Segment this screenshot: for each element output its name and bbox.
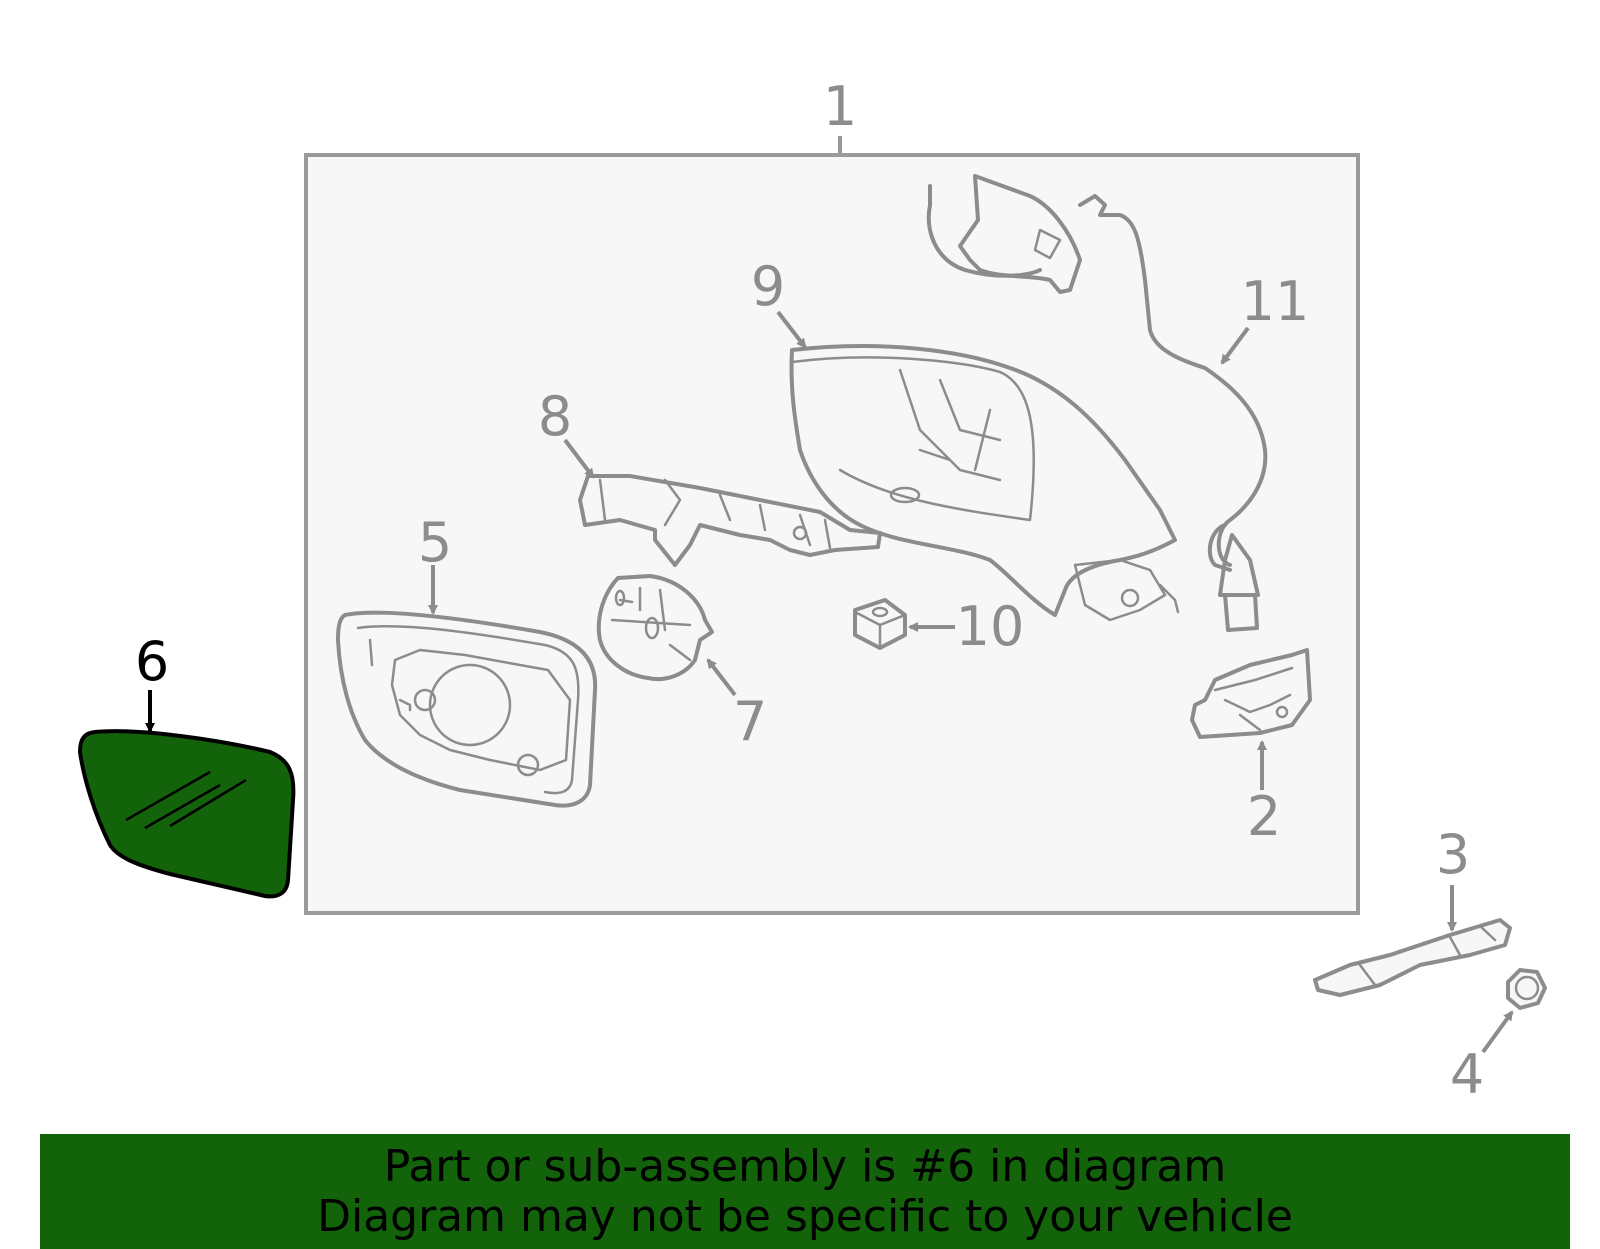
bracket-part-8[interactable] <box>578 474 882 567</box>
info-banner: Part or sub-assembly is #6 in diagram Di… <box>40 1134 1570 1249</box>
callout-6: 6 <box>135 630 169 693</box>
callout-9: 9 <box>751 255 785 318</box>
banner-line-2: Diagram may not be specific to your vehi… <box>317 1190 1293 1242</box>
callout-10: 10 <box>956 595 1025 658</box>
trim-part-3[interactable] <box>1313 918 1512 997</box>
cover-part-2[interactable] <box>1190 648 1312 739</box>
callout-arrow-8 <box>563 438 595 479</box>
callout-8: 8 <box>538 385 572 448</box>
backing-plate-part-5[interactable] <box>336 610 598 808</box>
callout-4: 4 <box>1450 1043 1484 1106</box>
callout-arrow-7 <box>706 658 737 697</box>
motor-part-7[interactable] <box>596 574 714 681</box>
mirror-glass-part-6[interactable] <box>78 729 296 899</box>
callout-3: 3 <box>1436 823 1470 886</box>
callout-arrow-9 <box>776 310 807 349</box>
wiring-harness-part-11[interactable] <box>926 174 1268 632</box>
callout-arrow-11 <box>1220 326 1250 365</box>
callout-2: 2 <box>1247 785 1281 848</box>
callout-11: 11 <box>1241 270 1310 333</box>
banner-line-1: Part or sub-assembly is #6 in diagram <box>383 1140 1227 1192</box>
callout-arrow-4 <box>1481 1010 1514 1054</box>
nut-part-4[interactable] <box>1506 968 1547 1010</box>
callout-7: 7 <box>733 690 767 753</box>
mirror-housing-part-9[interactable] <box>789 344 1180 622</box>
clip-part-10[interactable] <box>853 598 907 650</box>
callout-1: 1 <box>823 75 857 138</box>
callout-5: 5 <box>418 511 452 574</box>
